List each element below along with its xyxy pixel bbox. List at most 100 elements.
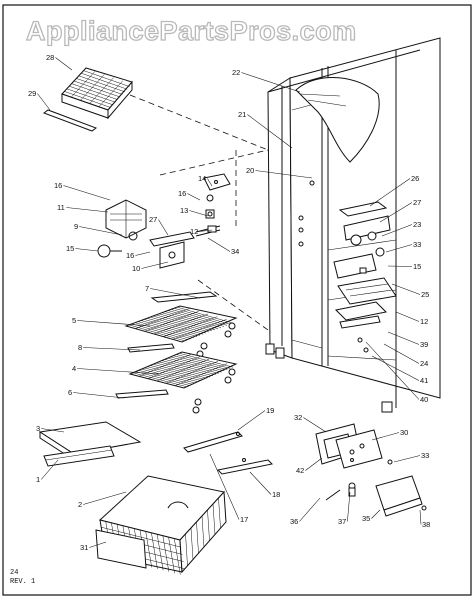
callout-number: 25 [421,290,429,299]
callout-number: 21 [238,110,246,119]
callout-35: 35 [362,509,381,523]
leader-line [207,237,231,252]
leader-line [237,410,266,431]
callout-number: 36 [290,517,298,526]
callout-13: 13 [180,206,209,217]
dispenser-parts [315,423,427,517]
callout-7: 7 [145,284,201,299]
revision: REV. 1 [10,578,35,586]
callout-17: 17 [209,453,248,524]
callout-36: 36 [290,497,321,526]
leader-line [387,265,413,267]
callout-16: 16 [178,189,201,201]
callout-41: 41 [371,355,428,385]
callout-27: 27 [149,215,169,236]
callout-4: 4 [72,364,161,375]
upper-shelf [124,291,238,358]
callout-number: 31 [80,543,88,552]
callout-number: 17 [240,515,248,524]
callout-number: 26 [411,174,419,183]
callout-number: 4 [72,364,76,373]
leader-line [395,311,420,322]
callout-24: 24 [383,343,428,368]
callout-5: 5 [72,316,151,327]
callout-number: 38 [422,520,430,529]
callout-27: 27 [379,198,421,223]
leader-line [89,541,107,548]
callout-16: 16 [54,181,111,201]
callout-number: 32 [294,413,302,422]
callout-15: 15 [66,244,99,253]
callout-3: 3 [36,424,65,433]
callout-11: 11 [57,203,109,213]
callout-22: 22 [232,68,301,93]
callout-number: 42 [296,466,304,475]
callout-number: 20 [246,166,254,175]
callout-34: 34 [207,237,239,256]
leader-line [77,368,161,375]
callout-19: 19 [237,406,274,431]
callout-number: 29 [28,89,36,98]
callout-12: 12 [190,227,213,236]
callout-14: 14 [198,174,213,187]
callout-32: 32 [294,413,327,433]
ice-tray [61,67,133,120]
page-number: 24 [10,569,18,577]
callout-number: 14 [198,174,206,183]
leader-line [189,210,209,217]
leader-line [55,57,73,71]
leader-line [387,331,420,345]
callout-18: 18 [249,471,280,499]
leader-line [303,417,327,433]
callout-number: 5 [72,316,76,325]
leader-line [371,509,381,519]
callout-number: 7 [145,284,149,293]
callout-20: 20 [246,166,313,179]
leader-line [391,283,421,295]
leader-line [241,72,301,93]
callout-26: 26 [369,174,419,207]
basket-slides [183,431,274,475]
callout-number: 9 [74,222,78,231]
callout-29: 29 [28,89,51,111]
callout-42: 42 [296,457,323,475]
leader-line [63,185,111,201]
leader-line [150,288,201,299]
callout-number: 8 [78,343,82,352]
callout-28: 28 [46,53,73,71]
callout-number: 41 [420,376,428,385]
callout-number: 33 [413,240,421,249]
callout-number: 22 [232,68,240,77]
callout-number: 24 [420,359,428,368]
callout-number: 16 [178,189,186,198]
callout-number: 12 [190,227,198,236]
leader-line [371,355,420,381]
callout-number: 15 [66,244,74,253]
leader-line [135,251,151,256]
callout-number: 2 [78,500,82,509]
leader-line [383,343,420,364]
callout-25: 25 [391,283,429,299]
callout-8: 8 [78,343,141,352]
leader-line [299,497,321,522]
callout-2: 2 [78,491,127,509]
callout-number: 27 [149,215,157,224]
leader-line [365,341,420,400]
solid-shelf [38,421,142,467]
diagram-border [2,4,472,596]
callout-39: 39 [387,331,428,349]
callout-21: 21 [238,110,293,149]
callout-number: 3 [36,424,40,433]
leader-line [369,178,411,207]
callout-number: 33 [421,451,429,460]
leader-line [141,261,169,269]
callout-38: 38 [419,509,430,529]
leader-line [199,229,213,232]
leader-line [381,224,413,237]
callout-number: 37 [338,517,346,526]
callout-9: 9 [74,222,123,236]
leader-line [77,320,151,327]
leader-line [40,459,59,480]
leader-line [41,428,65,433]
callout-number: 16 [54,181,62,190]
